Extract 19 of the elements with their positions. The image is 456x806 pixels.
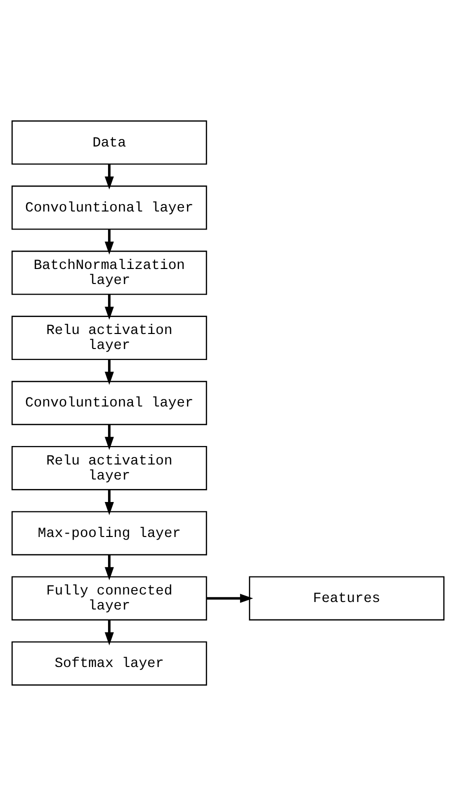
node-box: Features [248,576,444,620]
arrow [206,594,254,603]
node-box: Data [12,120,208,165]
arrow [104,620,114,646]
node-box: Relu activation layer [12,446,208,490]
node-box: Fully connected layer [12,576,208,620]
arrow [104,164,114,190]
node-box: Convoluntional layer [12,380,208,426]
arrow [104,229,114,255]
arrow [104,294,114,320]
arrow [104,554,114,580]
arrow [104,424,114,450]
node-box: Convoluntional layer [12,186,208,230]
arrow [104,360,114,385]
node-box: Max-pooling layer [12,511,208,556]
node-box: Softmax layer [12,641,208,686]
arrow [104,490,114,516]
node-box: BatchNormalization layer [12,250,208,295]
node-box: Relu activation layer [12,316,208,360]
